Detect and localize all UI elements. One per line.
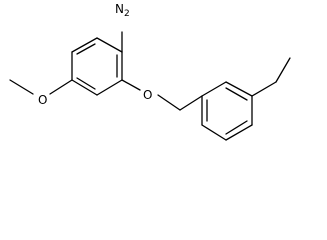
methyl-bond-methoxy xyxy=(9,79,34,95)
methoxy-bond xyxy=(49,79,73,95)
tolyl-methyl-bond xyxy=(251,81,277,97)
ether-oxygen-label: O xyxy=(143,88,152,102)
tolyl-ring xyxy=(201,81,253,141)
methoxy-oxygen-label: O xyxy=(38,93,47,107)
benzyl-ch2-bond xyxy=(179,95,203,111)
benzyl-ether-bond xyxy=(157,94,181,111)
methyl-bond xyxy=(275,57,291,83)
aniline-ring xyxy=(71,37,123,96)
aryl-ether-bond xyxy=(121,79,141,91)
amine-label: N2 xyxy=(115,2,130,19)
molecule-diagram: N2 O O xyxy=(9,2,291,141)
